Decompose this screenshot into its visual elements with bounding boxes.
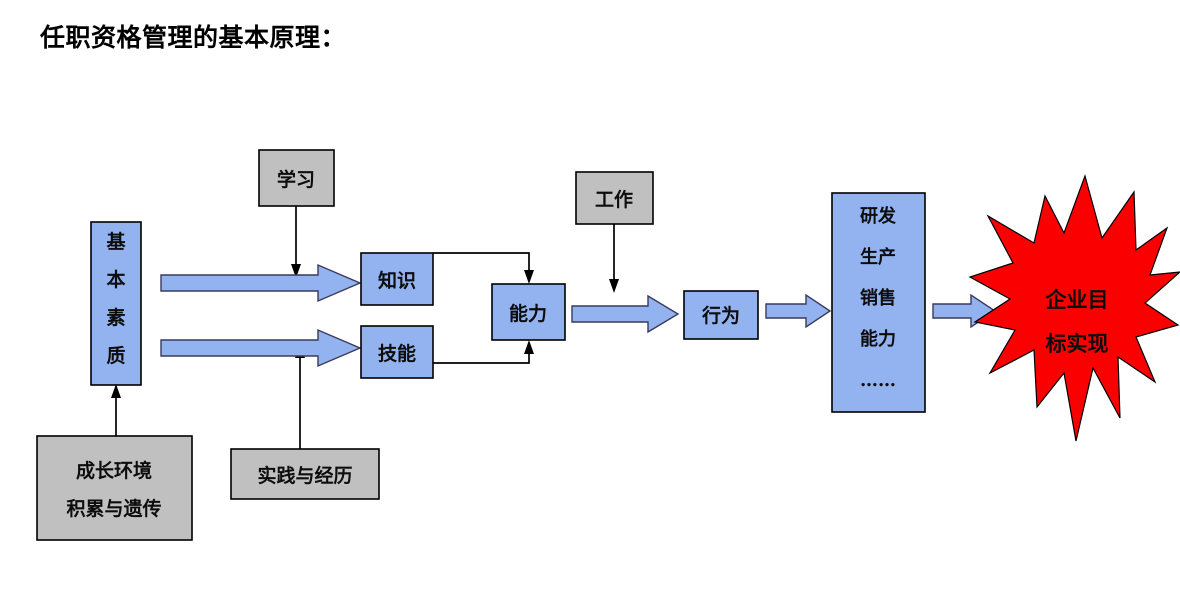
- business-capability-line-4: ……: [860, 370, 896, 391]
- knowledge-label: 知识: [378, 269, 416, 292]
- connector-knowledge-to-ability: [433, 252, 534, 284]
- node-skill[interactable]: 技能: [360, 325, 434, 379]
- business-capability-line-2: 销售: [860, 287, 896, 309]
- node-growth-environment[interactable]: 成长环境 积累与遗传: [36, 435, 193, 541]
- connector-basic-quality-to-skill: [160, 328, 362, 368]
- connector-skill-to-ability: [433, 340, 534, 364]
- node-knowledge[interactable]: 知识: [360, 252, 434, 306]
- node-learning[interactable]: 学习: [258, 149, 335, 207]
- basic-quality-box[interactable]: [90, 221, 142, 386]
- goal-achieved-star[interactable]: [968, 174, 1180, 442]
- knowledge-box[interactable]: [360, 252, 434, 306]
- behavior-label: 行为: [701, 304, 740, 327]
- page-title: 任职资格管理的基本原理：: [40, 23, 347, 52]
- connector-practice-to-skill: [295, 344, 305, 449]
- node-work[interactable]: 工作: [575, 171, 654, 225]
- connector-basic-quality-to-knowledge: [160, 263, 362, 303]
- behavior-box[interactable]: [683, 290, 759, 340]
- connector-work-to-behavior: [609, 224, 619, 293]
- business-capability-line-1: 生产: [860, 246, 896, 268]
- connector-growth-to-basic-quality: [111, 384, 121, 436]
- business-capability-line-0: 研发: [860, 205, 897, 227]
- skill-label: 技能: [378, 342, 416, 365]
- basic-quality-char-3: 质: [106, 345, 125, 367]
- node-business-capability[interactable]: 研发 生产 销售 能力 ……: [831, 192, 926, 413]
- basic-quality-char-1: 本: [106, 268, 125, 291]
- ability-box[interactable]: [491, 283, 566, 341]
- work-label: 工作: [595, 188, 633, 211]
- skill-box[interactable]: [360, 325, 434, 379]
- learning-label: 学习: [277, 168, 315, 191]
- growth-environment-box[interactable]: [36, 435, 193, 541]
- node-basic-quality[interactable]: 基 本 素 质: [90, 221, 142, 386]
- node-goal-achieved[interactable]: 企业目 标实现: [968, 174, 1180, 442]
- connector-ability-to-behavior: [571, 294, 680, 334]
- connector-learning-to-knowledge: [291, 206, 301, 278]
- node-ability[interactable]: 能力: [491, 283, 566, 341]
- work-box[interactable]: [575, 171, 654, 225]
- growth-environment-line-1: 积累与遗传: [66, 497, 161, 520]
- practice-experience-label: 实践与经历: [257, 464, 352, 487]
- basic-quality-char-0: 基: [105, 230, 126, 253]
- business-capability-line-3: 能力: [860, 328, 896, 350]
- business-capability-box[interactable]: [831, 192, 926, 413]
- node-practice-experience[interactable]: 实践与经历: [230, 448, 380, 500]
- growth-environment-line-0: 成长环境: [76, 459, 152, 482]
- goal-achieved-line-0: 企业目: [1045, 287, 1109, 312]
- ability-label: 能力: [509, 302, 547, 325]
- node-behavior[interactable]: 行为: [683, 290, 759, 340]
- practice-experience-box[interactable]: [230, 448, 380, 500]
- connector-behavior-to-business-capability: [765, 293, 832, 329]
- basic-quality-char-2: 素: [106, 306, 125, 329]
- goal-achieved-line-1: 标实现: [1046, 331, 1109, 356]
